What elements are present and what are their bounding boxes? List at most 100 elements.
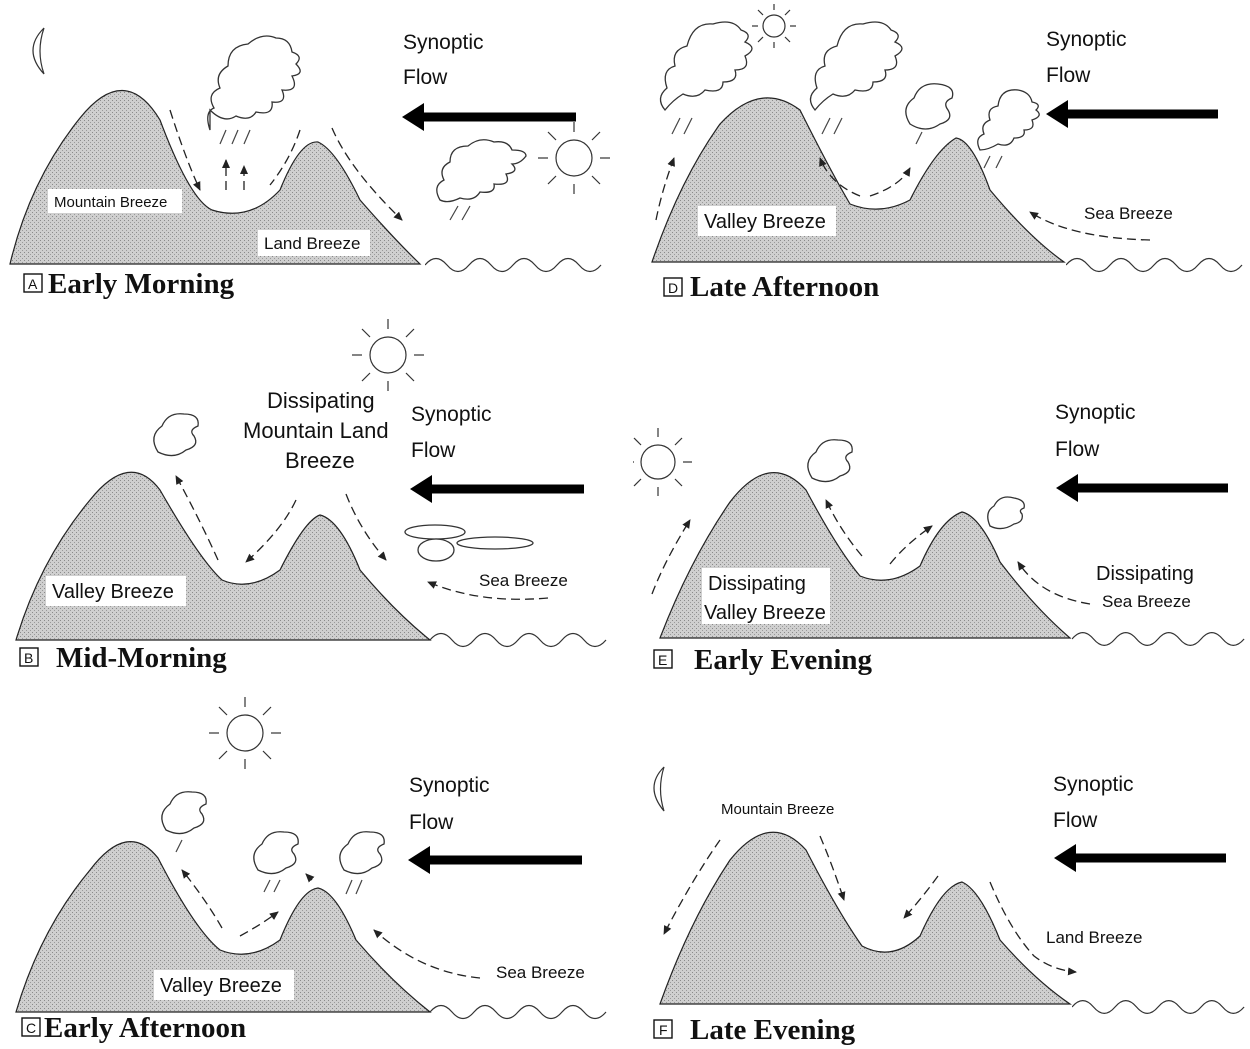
panel-badge: [23, 273, 43, 293]
arrow-icon: [410, 475, 432, 503]
valley-breeze-label: Valley Breeze: [704, 211, 826, 233]
wind-arrow: [181, 869, 223, 929]
panel-badge: [21, 1017, 41, 1037]
flow-label-line2: Flow: [411, 439, 456, 462]
wind-arrow: [869, 167, 911, 197]
panel-badge: [19, 647, 39, 667]
cloud-icon: [417, 538, 455, 562]
rain-line: [833, 117, 843, 135]
rain-line: [449, 205, 459, 221]
flow-label-line2: Flow: [1053, 809, 1098, 832]
panel-caption: Late Evening: [690, 1014, 856, 1046]
cloud-icon: [905, 83, 954, 130]
arrow-icon: [1056, 474, 1078, 502]
panel-caption: Early Morning: [48, 268, 235, 300]
rain-line: [219, 129, 227, 145]
panel-d: Synoptic Flow Valley Breeze Sea Breeze D…: [651, 4, 1243, 303]
cloud-icon: [456, 536, 534, 550]
flow-label-line2: Flow: [403, 66, 448, 89]
label-box: [48, 189, 182, 213]
flow-label-line2: Flow: [409, 811, 454, 834]
mountain: [9, 90, 422, 265]
arrow-icon: [1046, 100, 1068, 128]
wind-arrow: [1029, 211, 1151, 241]
rain-line: [355, 879, 363, 895]
cloud-icon: [987, 496, 1025, 530]
dissipating-label: Dissipating: [267, 388, 375, 413]
panel-caption: Early Evening: [694, 644, 873, 676]
flow-label-line1: Synoptic: [1046, 28, 1127, 51]
valley-breeze-label: Valley Breeze: [52, 581, 174, 603]
wave-icon: [425, 257, 602, 273]
breeze-label: Breeze: [285, 448, 355, 473]
wave-icon: [430, 1004, 607, 1020]
sea-breeze-label: Sea Breeze: [479, 571, 568, 590]
sun-icon: [209, 697, 281, 769]
panel-badge: [663, 277, 683, 297]
label-box: [702, 568, 830, 624]
flow-label-line1: Synoptic: [411, 403, 492, 426]
panel-badge-letter: E: [658, 652, 667, 668]
wave-icon: [1066, 257, 1243, 273]
panel-e: Synoptic Flow Dissipating Valley Breeze …: [633, 401, 1245, 676]
crescent-moon-icon: [653, 766, 665, 812]
panel-f: Synoptic Flow Mountain Breeze Land Breez…: [653, 766, 1245, 1046]
wind-arrow: [169, 109, 201, 191]
panel-c: Synoptic Flow Valley Breeze Sea Breeze C…: [15, 697, 607, 1044]
rain-line: [461, 205, 471, 221]
rain-line: [915, 131, 923, 145]
dissipating-sea-label-line2: Sea Breeze: [1102, 592, 1191, 611]
flow-label-line1: Synoptic: [1053, 773, 1134, 796]
sun-icon: [752, 4, 796, 48]
cloud-icon: [807, 439, 853, 483]
panel-badge-letter: D: [668, 280, 678, 296]
wind-arrow: [651, 519, 691, 595]
sea-breeze-label: Sea Breeze: [1084, 204, 1173, 223]
land-breeze-label: Land Breeze: [1046, 928, 1142, 947]
wind-arrow: [331, 127, 403, 221]
panel-badge-letter: B: [24, 650, 33, 666]
valley-breeze-label: Valley Breeze: [160, 975, 282, 997]
panel-badge: [653, 649, 673, 669]
arrow-icon: [408, 846, 430, 874]
label-box: [698, 206, 836, 236]
sun-icon: [633, 428, 692, 496]
panel-badge: [653, 1019, 673, 1039]
arrow-icon: [402, 103, 424, 131]
rain-line: [175, 839, 183, 853]
storm-cloud-icon: [977, 89, 1040, 151]
mountain-land-label: Mountain Land: [243, 418, 389, 443]
label-box: [154, 970, 294, 1000]
storm-cloud-icon: [436, 139, 527, 203]
wind-arrow: [345, 493, 387, 561]
flow-label-line1: Synoptic: [1055, 401, 1136, 424]
cloud-icon: [161, 791, 207, 835]
wave-icon: [1072, 632, 1245, 646]
panel-badge-letter: A: [28, 276, 38, 292]
wind-arrow: [245, 499, 297, 563]
wind-arrow: [819, 835, 846, 901]
wind-arrow: [903, 875, 939, 919]
sun-icon: [352, 319, 424, 391]
cloud-icon: [153, 413, 199, 457]
sea-breeze-label: Sea Breeze: [496, 963, 585, 982]
panel-a: Synoptic Flow Mountain Breeze Land Breez…: [9, 27, 610, 300]
panel-b: Dissipating Mountain Land Breeze Synopti…: [15, 319, 607, 674]
label-box: [46, 576, 186, 606]
panel-badge-letter: C: [26, 1020, 36, 1036]
mountain: [15, 841, 432, 1013]
cloud-icon: [404, 524, 466, 540]
rain-line: [243, 129, 251, 145]
cloud-icon: [253, 831, 299, 875]
wind-arrow: [1017, 561, 1091, 605]
sun-icon: [538, 122, 610, 194]
wave-icon: [430, 632, 607, 648]
wind-arrow: [427, 581, 549, 600]
rain-line: [671, 117, 681, 135]
mountain: [659, 831, 1072, 1005]
flow-label-line1: Synoptic: [403, 31, 484, 54]
flow-label-line2: Flow: [1046, 64, 1091, 87]
panel-caption: Mid-Morning: [56, 642, 227, 674]
dissipating-sea-label-line1: Dissipating: [1096, 563, 1194, 585]
